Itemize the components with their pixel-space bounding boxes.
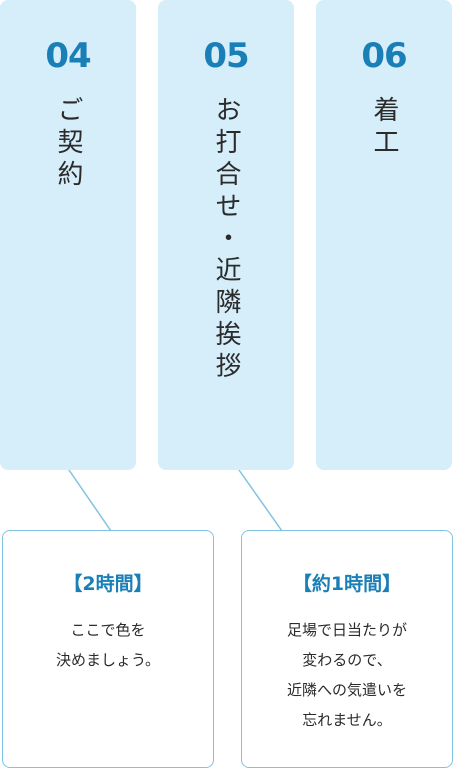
step-card-05: 05 お打合せ・近隣挨拶 [158, 0, 294, 470]
note-description: 足場で日当たりが 変わるので、 近隣への気遣いを 忘れません。 [242, 615, 452, 735]
note-line: 近隣への気遣いを [286, 681, 407, 699]
note-line: 足場で日当たりが [286, 621, 407, 639]
note-duration: 【2時間】 [63, 573, 153, 595]
step-card-06: 06 着工 [316, 0, 452, 470]
note-box-04: 【2時間】 ここで色を 決めましょう。 [2, 530, 214, 768]
note-duration: 【約1時間】 [292, 573, 402, 595]
step-card-04: 04 ご契約 [0, 0, 136, 470]
note-line: 決めましょう。 [55, 651, 161, 669]
step-title: ご契約 [53, 96, 83, 192]
step-number: 05 [203, 36, 249, 76]
note-description: ここで色を 決めましょう。 [3, 615, 213, 675]
step-number: 06 [361, 36, 407, 76]
note-box-05: 【約1時間】 足場で日当たりが 変わるので、 近隣への気遣いを 忘れません。 [241, 530, 453, 768]
step-title: 着工 [369, 96, 399, 160]
note-line: 変わるので、 [302, 651, 392, 669]
note-line: ここで色を [70, 621, 146, 639]
connector-line-04 [68, 469, 112, 532]
connector-line-05 [238, 469, 283, 532]
note-line: 忘れません。 [302, 711, 392, 729]
step-title: お打合せ・近隣挨拶 [211, 96, 241, 384]
step-number: 04 [45, 36, 91, 76]
